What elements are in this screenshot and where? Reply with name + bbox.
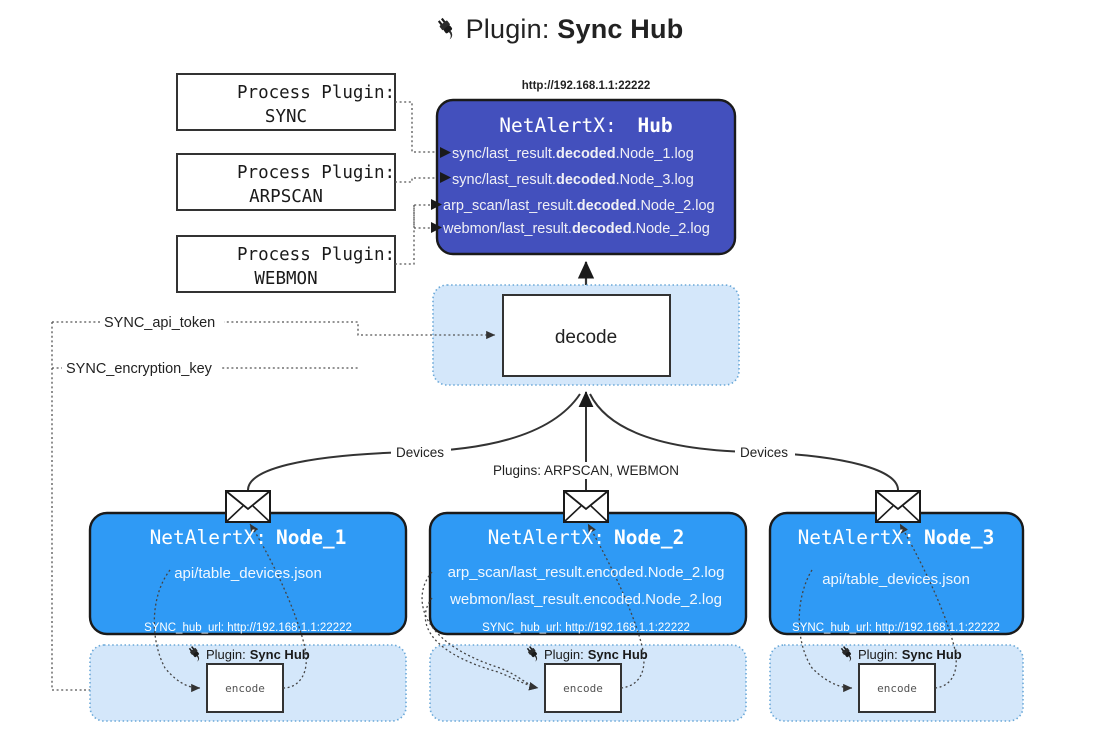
node-line-node-3-0: api/table_devices.json <box>822 571 970 588</box>
node-line-node-2-1: webmon/last_result.encoded.Node_2.log <box>449 591 722 608</box>
edge-label-devices-left: Devices <box>396 445 444 460</box>
node-hub-url-node-2: SYNC_hub_url: http://192.168.1.1:22222 <box>482 622 690 634</box>
encode-label-node-2: encode <box>563 682 603 695</box>
decode-box[interactable] <box>502 294 671 377</box>
encode-box-node-1[interactable] <box>206 663 284 713</box>
plugin-caption-node-1: Plugin:Sync Hub <box>206 647 310 662</box>
plug-icon-node-3 <box>840 646 852 662</box>
hub-log-0: sync/last_result.decoded.Node_1.log <box>452 146 694 162</box>
process-plugin-value-2: WEBMON <box>254 269 317 289</box>
hub-url-label: http://192.168.1.1:22222 <box>522 80 651 92</box>
page-title-name: Sync Hub <box>557 14 684 44</box>
process-plugin-box-1[interactable] <box>176 153 396 211</box>
encode-label-node-1: encode <box>225 682 265 695</box>
hub-log-3: webmon/last_result.decoded.Node_2.log <box>442 221 710 237</box>
node-title-node-2: NetAlertX:Node_2 <box>488 526 685 549</box>
hub-title: NetAlertX: Hub <box>499 114 672 137</box>
edge-label-plugins-center: Plugins: ARPSCAN, WEBMON <box>493 463 679 478</box>
process-plugin-label-0: Process Plugin: <box>237 83 395 103</box>
node-line-node-1-0: api/table_devices.json <box>174 565 322 582</box>
plugin-caption-node-2: Plugin:Sync Hub <box>544 647 648 662</box>
encode-box-node-3[interactable] <box>858 663 936 713</box>
node-hub-url-node-1: SYNC_hub_url: http://192.168.1.1:22222 <box>144 622 352 634</box>
envelope-icon-node-3 <box>875 490 921 523</box>
process-plugin-label-2: Process Plugin: <box>237 245 395 265</box>
envelope-icon-node-2 <box>563 490 609 523</box>
plugin-caption-node-3: Plugin:Sync Hub <box>858 647 962 662</box>
page-title-prefix: Plugin: <box>465 14 550 44</box>
secret-label-0: SYNC_api_token <box>104 315 215 331</box>
node-title-node-3: NetAlertX:Node_3 <box>798 526 995 549</box>
encode-label-node-3: encode <box>877 682 917 695</box>
process-plugin-label-1: Process Plugin: <box>237 163 395 183</box>
envelope-icon-node-1 <box>225 490 271 523</box>
hub-title-name: Hub <box>637 114 672 137</box>
encode-box-node-2[interactable] <box>544 663 622 713</box>
node-hub-url-node-3: SYNC_hub_url: http://192.168.1.1:22222 <box>792 622 1000 634</box>
edge-label-devices-right: Devices <box>740 445 788 460</box>
process-plugin-value-0: SYNC <box>265 107 307 127</box>
hub-log-2: arp_scan/last_result.decoded.Node_2.log <box>443 198 715 214</box>
node-line-node-2-0: arp_scan/last_result.encoded.Node_2.log <box>448 564 725 581</box>
node-title-node-1: NetAlertX:Node_1 <box>150 526 347 549</box>
plug-icon-node-2 <box>526 646 538 662</box>
hub-box[interactable] <box>435 98 737 256</box>
plug-icon-node-1 <box>188 646 200 662</box>
secret-label-1: SYNC_encryption_key <box>66 361 213 377</box>
page-title: Plugin: Sync Hub <box>0 14 1117 48</box>
hub-log-1: sync/last_result.decoded.Node_3.log <box>452 172 694 188</box>
process-plugin-box-0[interactable] <box>176 73 396 131</box>
process-plugin-value-1: ARPSCAN <box>249 187 323 207</box>
decode-label: decode <box>555 327 617 348</box>
hub-title-prefix: NetAlertX: <box>499 114 616 137</box>
plug-icon <box>434 15 460 48</box>
